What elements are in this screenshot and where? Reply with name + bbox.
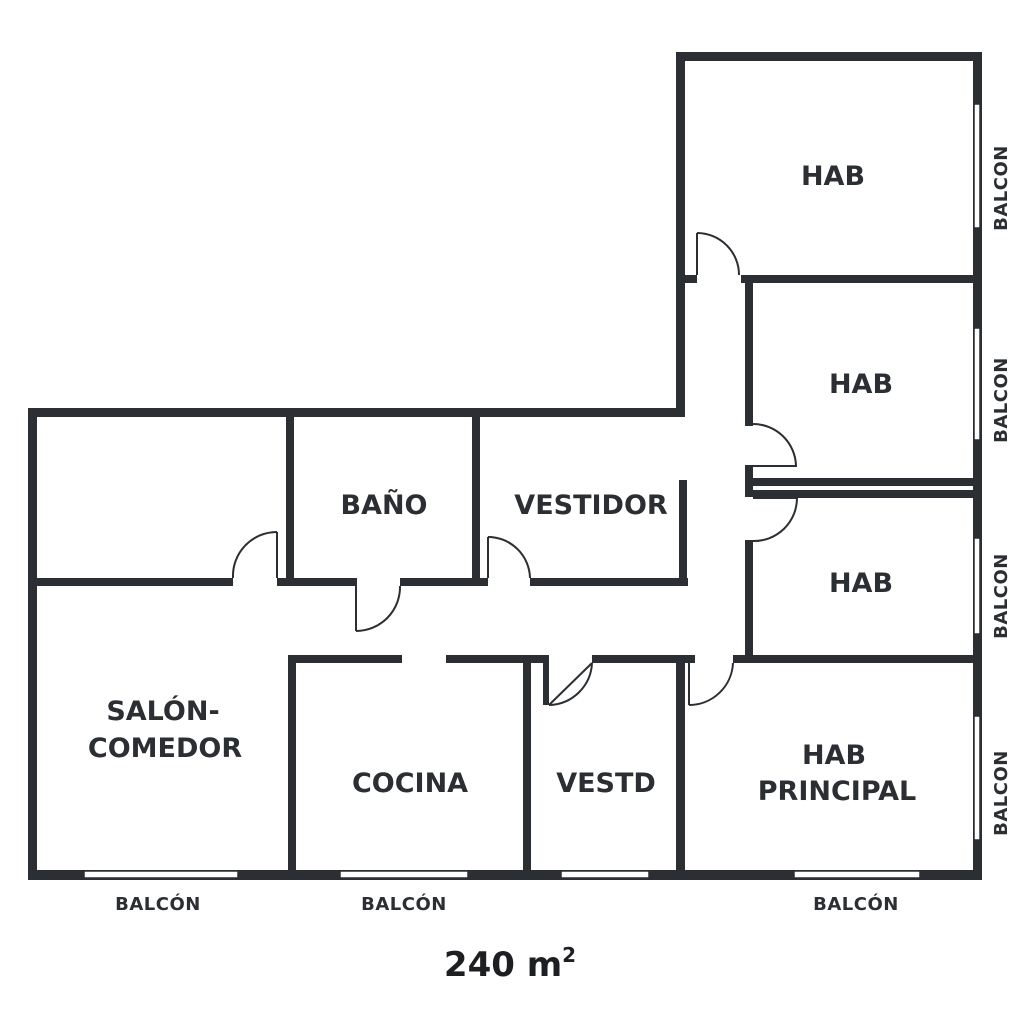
balcony-label-side-2: BALCON: [991, 357, 1012, 443]
balcony-label-side-1: BALCON: [991, 145, 1012, 231]
door-principal[interactable]: [688, 662, 734, 707]
balcony-labels: BALCÓN BALCÓN BALCÓN BALCON BALCON BALCO…: [115, 145, 1012, 915]
door-bedroom-3[interactable]: [752, 497, 798, 543]
door-bathroom[interactable]: [355, 585, 402, 632]
room-label-bano: BAÑO: [340, 489, 427, 521]
balcony-label-bottom-2: BALCÓN: [361, 893, 447, 915]
room-label-vestidor: VESTIDOR: [514, 490, 668, 521]
door-salon[interactable]: [231, 530, 278, 579]
total-area: 240 m2: [444, 943, 576, 985]
room-label-principal-line2: PRINCIPAL: [758, 776, 917, 807]
room-label-salon-line1: SALÓN-: [106, 695, 219, 727]
door-vestd[interactable]: [548, 662, 593, 706]
door-vestidor[interactable]: [487, 536, 531, 579]
room-label-principal-line1: HAB: [802, 740, 866, 771]
doors: [231, 232, 798, 707]
door-top-bedroom[interactable]: [696, 232, 740, 276]
room-labels: HAB HAB HAB BAÑO VESTIDOR SALÓN- COMEDOR…: [88, 161, 916, 807]
room-label-hab-2: HAB: [829, 369, 893, 400]
room-label-salon-line2: COMEDOR: [88, 733, 242, 764]
balcony-label-side-3: BALCON: [991, 553, 1012, 639]
interior-walls: [37, 275, 977, 875]
room-label-cocina: COCINA: [352, 768, 468, 799]
balcony-label-side-4: BALCON: [991, 750, 1012, 836]
room-label-hab-1: HAB: [801, 161, 865, 192]
balcony-label-bottom-3: BALCÓN: [813, 893, 899, 915]
room-label-vestd: VESTD: [556, 768, 656, 799]
total-area-superscript: 2: [562, 943, 576, 967]
door-bedroom-2[interactable]: [752, 423, 797, 467]
exterior-walls: [28, 52, 982, 880]
balcony-label-bottom-1: BALCÓN: [115, 893, 201, 915]
room-label-hab-3: HAB: [829, 568, 893, 599]
total-area-value: 240 m: [444, 945, 562, 985]
windows: [83, 103, 981, 879]
